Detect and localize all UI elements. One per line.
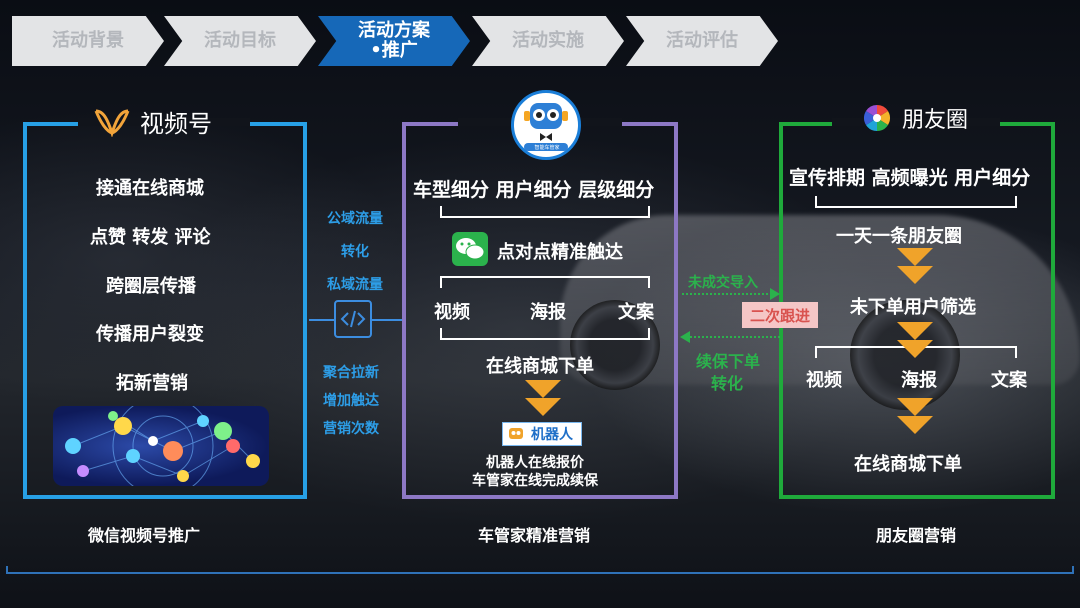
bracket: [815, 196, 1017, 208]
bracket: [440, 276, 650, 288]
link-left-bottom-1: 增加触达: [323, 393, 379, 409]
dotted-arrow: [682, 293, 772, 295]
robot-desc-2: 车管家在线完成续保: [472, 473, 598, 489]
step-label: 活动背景: [52, 30, 124, 51]
import-label: 未成交导入: [688, 275, 758, 291]
robot-label-text: 机器人: [531, 427, 573, 443]
step-label: 活动评估: [666, 30, 738, 51]
arrow-left-icon: [680, 331, 690, 343]
middle-order: 在线商城下单: [486, 356, 594, 377]
moments-title: 朋友圈: [902, 108, 969, 133]
link-left-bottom-0: 聚合拉新: [323, 365, 379, 381]
left-item: 跨圈层传播: [106, 276, 196, 297]
middle-channel-poster: 海报: [530, 302, 566, 323]
step-evaluation[interactable]: 活动评估: [626, 16, 778, 66]
renew-label-2: 转化: [711, 374, 744, 393]
caption-right: 朋友圈营销: [876, 526, 957, 545]
step-label-line1: 活动方案: [358, 20, 430, 41]
step-background[interactable]: 活动背景: [12, 16, 164, 66]
caption-middle: 车管家精准营销: [478, 526, 591, 545]
bracket: [440, 328, 650, 340]
right-channel-video: 视频: [806, 370, 842, 391]
right-top-line: 宣传排期 高频曝光 用户细分: [789, 167, 1031, 189]
follow-up-badge: 二次跟进: [742, 302, 818, 328]
segments-line: 车型细分 用户细分 层级细分: [413, 179, 655, 201]
right-channel-copy: 文案: [991, 370, 1027, 391]
robot-badge-text: 智能车管家: [534, 145, 560, 151]
right-daily: 一天一条朋友圈: [836, 226, 962, 247]
social-network-image: [53, 406, 269, 486]
link-left-top-0: 公域流量: [327, 211, 383, 227]
step-label-line2: •推广: [370, 40, 418, 61]
link-left-top-1: 转化: [341, 244, 369, 260]
moments-aperture-icon: [863, 104, 891, 132]
middle-channel-copy: 文案: [618, 302, 654, 323]
panel-title-gap: [832, 118, 1000, 126]
link-line: [372, 319, 402, 321]
dotted-arrow: [690, 336, 780, 338]
link-left-top-2: 私域流量: [327, 277, 383, 293]
code-exchange-icon: [334, 300, 372, 338]
renew-label-1: 续保下单: [696, 352, 761, 371]
robot-logo: 智能车管家: [511, 90, 581, 160]
step-label: 活动目标: [204, 30, 276, 51]
robot-icon: [509, 428, 523, 439]
video-channel-header: 视频号: [94, 104, 212, 139]
left-item: 点赞 转发 评论: [90, 227, 211, 248]
left-item: 传播用户裂变: [96, 324, 204, 345]
robot-label: 机器人: [502, 422, 582, 446]
right-filter: 未下单用户筛选: [850, 297, 976, 318]
right-order: 在线商城下单: [854, 454, 962, 475]
car-wheel: [570, 300, 660, 390]
arrow-right-icon: [770, 288, 780, 300]
wechat-icon: [452, 232, 488, 266]
bracket: [440, 206, 650, 218]
link-left-bottom-2: 营销次数: [323, 421, 379, 437]
panel-title-gap: [78, 118, 250, 126]
car-wheel: [850, 300, 960, 410]
video-channel-icon: [94, 109, 130, 137]
robot-desc-1: 机器人在线报价: [486, 455, 584, 471]
step-objective[interactable]: 活动目标: [164, 16, 316, 66]
left-item: 接通在线商城: [96, 178, 204, 199]
step-label: 活动实施: [512, 30, 584, 51]
moments-header: 朋友圈: [862, 102, 968, 134]
link-line: [309, 319, 335, 321]
left-item: 拓新营销: [116, 373, 188, 394]
right-channel-poster: 海报: [901, 370, 937, 391]
middle-channel-video: 视频: [434, 302, 470, 323]
bottom-rule: [6, 566, 1074, 574]
step-plan[interactable]: 活动方案 •推广: [318, 16, 470, 66]
video-channel-title: 视频号: [140, 110, 212, 138]
caption-left: 微信视频号推广: [88, 526, 201, 545]
wechat-line: 点对点精准触达: [497, 242, 623, 263]
step-label: 活动方案 •推广: [358, 21, 430, 61]
step-implementation[interactable]: 活动实施: [472, 16, 624, 66]
